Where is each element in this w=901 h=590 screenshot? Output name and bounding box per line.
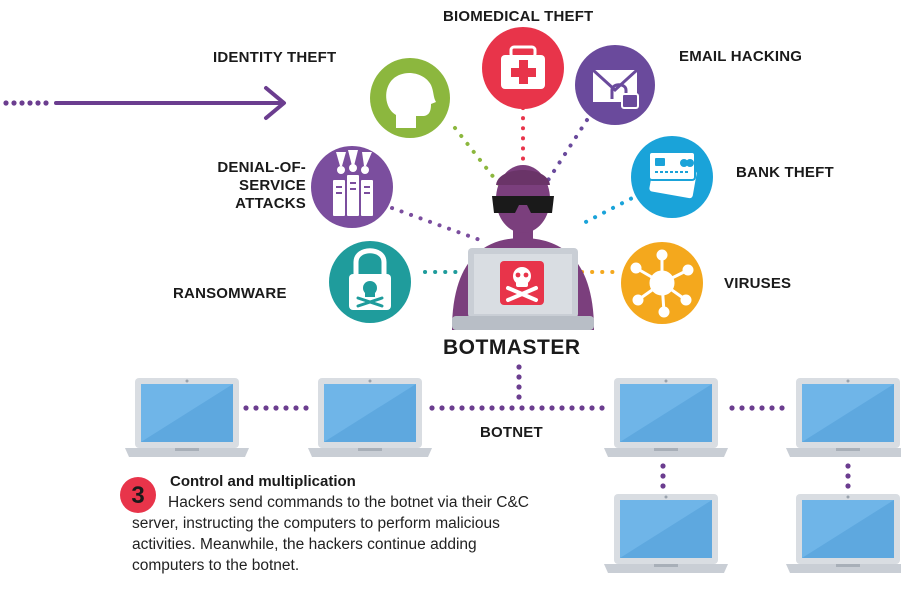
laptop-icon [125,378,249,457]
label-biomedical-theft: BIOMEDICAL THEFT [443,8,594,25]
incoming-arrow [3,86,286,120]
denial-of-service-node [311,146,393,228]
skull-crossbones-icon [506,267,538,302]
laptop-icon [604,494,728,573]
biomedical-theft-node [482,27,564,109]
label-botnet: BOTNET [480,424,543,441]
laptop-icon [786,494,901,573]
locked-envelope-icon [591,68,639,109]
credit-card-icon [648,151,697,199]
laptop-icon [604,378,728,457]
connector-lines [390,106,642,274]
virus-icon [630,249,694,318]
bank-theft-node [631,136,713,218]
step-description: Hackers send commands to the botnet via … [132,494,529,574]
label-botmaster: BOTMASTER [443,336,581,359]
first-aid-kit-icon [501,45,545,89]
step-number-badge: 3 [120,477,156,513]
email-hacking-node [575,45,655,125]
botnet-connectors [243,364,851,489]
label-denial-of-service: DENIAL-OF- SERVICE ATTACKS [180,159,306,213]
label-dos-line1: DENIAL-OF- [217,159,306,176]
botmaster-laptop [452,248,594,330]
ransomware-node [329,241,411,323]
label-identity-theft: IDENTITY THEFT [213,49,337,66]
laptop-icon [308,378,432,457]
label-viruses: VIRUSES [724,275,792,292]
label-dos-line2: SERVICE ATTACKS [235,177,306,212]
label-email-hacking: EMAIL HACKING [679,48,803,65]
identity-theft-node [370,58,450,138]
label-ransomware: RANSOMWARE [173,285,287,302]
laptop-icon [786,378,901,457]
head-silhouette-icon [386,73,436,128]
server-rack-icon [333,150,373,216]
step-title: Control and multiplication [170,473,356,490]
padlock-skull-icon [349,248,391,310]
label-bank-theft: BANK THEFT [736,164,834,181]
viruses-node [621,242,703,324]
